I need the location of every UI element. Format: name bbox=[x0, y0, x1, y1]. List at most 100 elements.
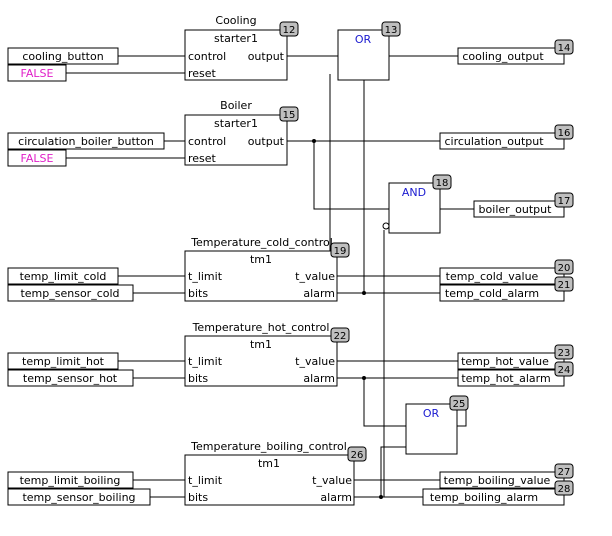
input-var-temp-sensor-cold[interactable]: temp_sensor_cold bbox=[7, 284, 134, 302]
block-number: 17 bbox=[558, 196, 571, 207]
block-number-badge bbox=[330, 327, 350, 343]
block-boiler[interactable]: Boiler starter1 control reset output 15 bbox=[184, 99, 299, 166]
var-label: temp_sensor_boiling bbox=[22, 491, 135, 504]
block-number: 14 bbox=[558, 43, 571, 54]
block-number: 23 bbox=[558, 348, 571, 359]
pin-label: output bbox=[248, 50, 285, 63]
block-number-badge bbox=[449, 395, 469, 411]
pin-label: reset bbox=[188, 67, 217, 80]
var-label: cooling_button bbox=[22, 50, 103, 63]
block-type: tm1 bbox=[258, 457, 280, 470]
block-number-badge bbox=[554, 124, 574, 140]
var-label: temp_sensor_cold bbox=[20, 287, 119, 300]
block-type: starter1 bbox=[214, 32, 258, 45]
block-title: Temperature_hot_control bbox=[192, 321, 330, 334]
output-var-temp-hot-alarm[interactable]: temp_hot_alarm 24 bbox=[457, 361, 574, 387]
input-var-false-2[interactable]: FALSE bbox=[7, 149, 67, 167]
var-label: temp_cold_alarm bbox=[445, 287, 539, 300]
block-number-badge bbox=[432, 174, 452, 190]
var-label: temp_boiling_value bbox=[444, 474, 551, 487]
input-var-temp-limit-hot[interactable]: temp_limit_hot bbox=[7, 352, 119, 370]
block-number-badge bbox=[279, 106, 299, 122]
var-label: temp_sensor_hot bbox=[23, 372, 118, 385]
var-label: circulation_output bbox=[444, 135, 544, 148]
pin-label: bits bbox=[188, 491, 208, 504]
junctions bbox=[312, 139, 390, 499]
block-cooling[interactable]: Cooling starter1 control reset output 12 bbox=[184, 14, 299, 81]
block-temperature-cold-control[interactable]: Temperature_cold_control tm1 t_limit bit… bbox=[184, 236, 350, 302]
var-label: temp_limit_hot bbox=[22, 355, 105, 368]
block-number-badge bbox=[554, 259, 574, 275]
block-number: 21 bbox=[558, 280, 571, 291]
output-var-cooling-output[interactable]: cooling_output 14 bbox=[457, 39, 574, 65]
block-type: starter1 bbox=[214, 117, 258, 130]
output-var-temp-cold-alarm[interactable]: temp_cold_alarm 21 bbox=[439, 276, 574, 302]
constant-label: FALSE bbox=[21, 152, 54, 165]
block-number: 12 bbox=[283, 25, 296, 36]
input-var-temp-limit-cold[interactable]: temp_limit_cold bbox=[7, 267, 119, 285]
pin-label: alarm bbox=[303, 287, 335, 300]
block-number-badge bbox=[554, 276, 574, 292]
gate-label: OR bbox=[423, 407, 440, 420]
block-number: 26 bbox=[351, 450, 364, 461]
pin-label: reset bbox=[188, 152, 217, 165]
block-temperature-hot-control[interactable]: Temperature_hot_control tm1 t_limit bits… bbox=[184, 321, 350, 387]
var-label: temp_cold_value bbox=[446, 270, 539, 283]
input-var-cooling-button[interactable]: cooling_button bbox=[7, 47, 119, 65]
input-var-temp-sensor-boiling[interactable]: temp_sensor_boiling bbox=[7, 488, 151, 506]
gate-and-18[interactable]: AND 18 bbox=[388, 174, 452, 234]
pin-label: output bbox=[248, 135, 285, 148]
output-var-temp-boiling-value[interactable]: temp_boiling_value 27 bbox=[439, 463, 574, 489]
block-number: 25 bbox=[453, 399, 466, 410]
block-number-badge bbox=[554, 463, 574, 479]
block-number-badge bbox=[554, 344, 574, 360]
pin-label: t_value bbox=[295, 270, 335, 283]
var-label: circulation_boiler_button bbox=[18, 135, 154, 148]
junction-dot bbox=[379, 495, 383, 499]
output-var-temp-hot-value[interactable]: temp_hot_value 23 bbox=[457, 344, 574, 370]
block-number: 20 bbox=[558, 263, 571, 274]
output-var-boiler-output[interactable]: boiler_output 17 bbox=[473, 192, 574, 218]
block-number-badge bbox=[330, 242, 350, 258]
block-number: 16 bbox=[558, 128, 571, 139]
pin-label: bits bbox=[188, 372, 208, 385]
output-var-temp-cold-value[interactable]: temp_cold_value 20 bbox=[439, 259, 574, 285]
pin-label: alarm bbox=[320, 491, 352, 504]
input-var-temp-limit-boiling[interactable]: temp_limit_boiling bbox=[7, 471, 134, 489]
gate-or-25[interactable]: OR 25 bbox=[405, 395, 469, 455]
pin-label: t_value bbox=[312, 474, 352, 487]
output-var-temp-boiling-alarm[interactable]: temp_boiling_alarm 28 bbox=[422, 480, 574, 506]
junction-dot bbox=[362, 376, 366, 380]
block-number-badge bbox=[554, 39, 574, 55]
output-var-circulation-output[interactable]: circulation_output 16 bbox=[439, 124, 574, 150]
input-var-false-1[interactable]: FALSE bbox=[7, 64, 67, 82]
var-label: temp_boiling_alarm bbox=[430, 491, 538, 504]
block-number: 22 bbox=[334, 331, 347, 342]
block-number: 27 bbox=[558, 467, 571, 478]
block-number-badge bbox=[279, 21, 299, 37]
input-var-circulation-boiler-button[interactable]: circulation_boiler_button bbox=[7, 132, 165, 150]
block-title: Boiler bbox=[220, 99, 252, 112]
block-number: 18 bbox=[436, 178, 449, 189]
output-variables: cooling_output 14 circulation_output 16 … bbox=[422, 39, 574, 506]
junction-dot bbox=[362, 291, 366, 295]
block-number-badge bbox=[554, 361, 574, 377]
block-temperature-boiling-control[interactable]: Temperature_boiling_control tm1 t_limit … bbox=[184, 440, 367, 506]
pin-label: t_limit bbox=[188, 355, 223, 368]
block-number: 28 bbox=[558, 484, 571, 495]
block-number: 15 bbox=[283, 110, 296, 121]
pin-label: bits bbox=[188, 287, 208, 300]
input-var-temp-sensor-hot[interactable]: temp_sensor_hot bbox=[7, 369, 134, 387]
gate-or-13[interactable]: OR 13 bbox=[337, 21, 401, 81]
pin-label: t_value bbox=[295, 355, 335, 368]
block-number: 24 bbox=[558, 365, 571, 376]
pin-label: control bbox=[188, 50, 226, 63]
block-title: Cooling bbox=[215, 14, 256, 27]
block-number-badge bbox=[554, 480, 574, 496]
pin-label: alarm bbox=[303, 372, 335, 385]
input-variables: cooling_button FALSE circulation_boiler_… bbox=[7, 47, 165, 506]
block-number-badge bbox=[554, 192, 574, 208]
var-label: boiler_output bbox=[479, 203, 553, 216]
block-title: Temperature_cold_control bbox=[190, 236, 333, 249]
